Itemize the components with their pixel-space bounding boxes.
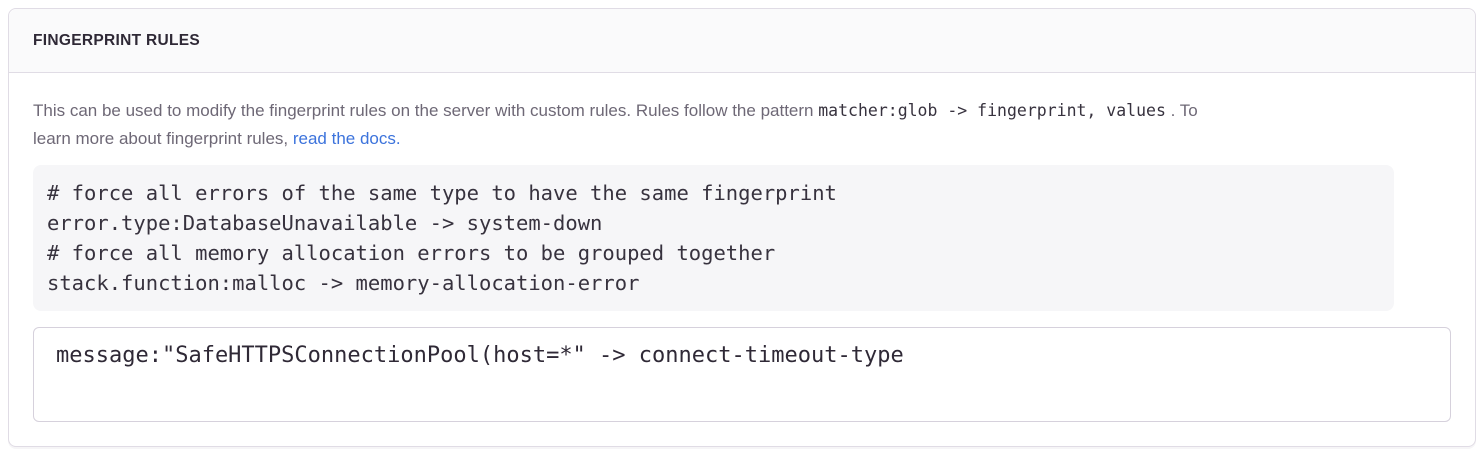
- panel-header: FINGERPRINT RULES: [9, 9, 1475, 73]
- read-the-docs-link[interactable]: read the docs.: [292, 129, 401, 148]
- fingerprint-rules-panel: FINGERPRINT RULES This can be used to mo…: [8, 8, 1476, 447]
- description-text: This can be used to modify the fingerpri…: [33, 97, 1451, 153]
- description-part-3: learn more about fingerprint rules,: [33, 129, 293, 148]
- panel-title: FINGERPRINT RULES: [33, 32, 200, 49]
- description-part-1: This can be used to modify the fingerpri…: [33, 101, 819, 120]
- description-part-2: . To: [1165, 101, 1198, 120]
- fingerprint-rules-input[interactable]: message:"SafeHTTPSConnectionPool(host=*"…: [33, 327, 1451, 422]
- pattern-inline-code: matcher:glob -> fingerprint, values: [818, 101, 1166, 120]
- example-rules-block: # force all errors of the same type to h…: [33, 165, 1394, 311]
- panel-body: This can be used to modify the fingerpri…: [9, 73, 1475, 446]
